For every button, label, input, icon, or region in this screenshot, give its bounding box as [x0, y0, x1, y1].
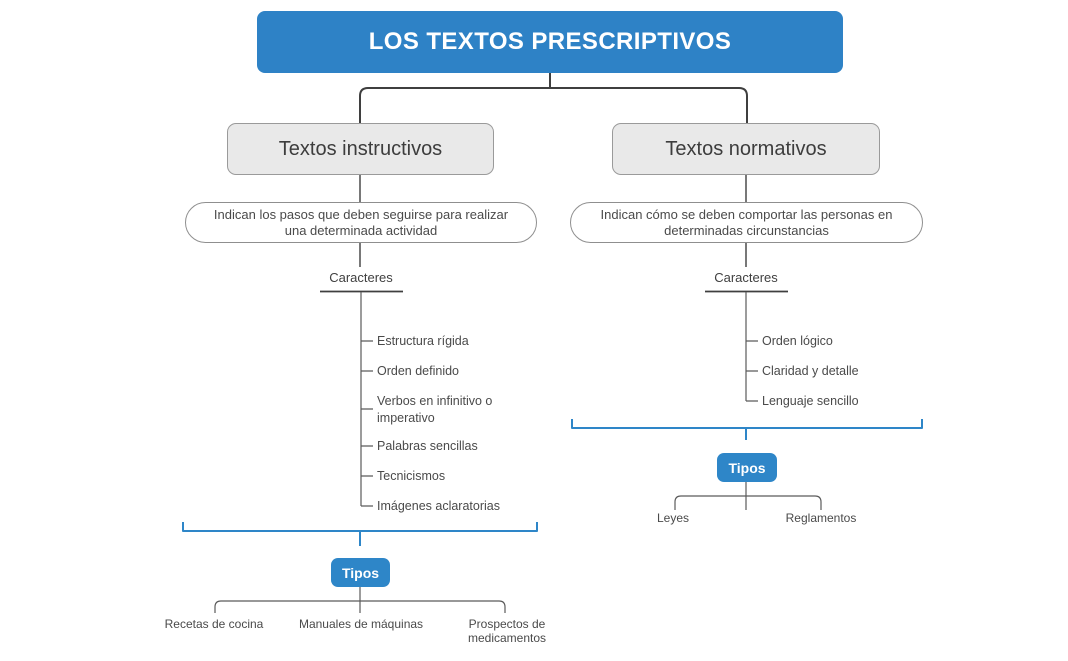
caracteristica-item[interactable]: Lenguaje sencillo	[762, 394, 859, 408]
tipo-leaf-leyes[interactable]: Leyes	[656, 511, 690, 525]
branch-node-textos-normativos[interactable]: Textos normativos	[612, 123, 880, 175]
caracteristica-item[interactable]: Tecnicismos	[377, 469, 446, 483]
caracteres-label-instructivos[interactable]: Caracteres	[329, 270, 393, 285]
caracteres-label-normativos[interactable]: Caracteres	[714, 270, 778, 285]
caracteristica-item[interactable]: Orden lógico	[762, 334, 833, 348]
blue-bracket-right	[571, 419, 923, 429]
connector-root-branches	[359, 87, 748, 123]
description-node-instructivos[interactable]: Indican los pasos que deben seguirse par…	[185, 202, 537, 243]
tipo-leaf-reglamentos[interactable]: Reglamentos	[785, 511, 857, 525]
caracteristica-item[interactable]: Imágenes aclaratorias	[377, 499, 500, 513]
caracteristica-item[interactable]: Claridad y detalle	[762, 364, 859, 378]
tipos-button-instructivos[interactable]: Tipos	[331, 558, 390, 587]
tipo-leaf-manuales[interactable]: Manuales de máquinas	[298, 617, 424, 631]
caracteristica-item[interactable]: Palabras sencillas	[377, 439, 478, 453]
caracteres-spine-right	[745, 292, 758, 402]
tipo-leaf-recetas[interactable]: Recetas de cocina	[164, 617, 264, 631]
description-node-normativos[interactable]: Indican cómo se deben comportar las pers…	[570, 202, 923, 243]
tipos-leaf-bracket-right	[674, 495, 822, 510]
tipo-leaf-prospectos[interactable]: Prospectos de medicamentos	[467, 617, 547, 645]
branch-node-textos-instructivos[interactable]: Textos instructivos	[227, 123, 494, 175]
caracteristica-item[interactable]: Orden definido	[377, 364, 460, 378]
tipos-leaf-bracket-left	[214, 600, 506, 613]
root-node-title[interactable]: LOS TEXTOS PRESCRIPTIVOS	[257, 11, 843, 73]
tipos-button-normativos[interactable]: Tipos	[717, 453, 777, 482]
caracteristica-item[interactable]: Estructura rígida	[377, 334, 469, 348]
caracteres-spine-left	[360, 292, 373, 507]
blue-bracket-left	[182, 522, 538, 532]
caracteristica-item[interactable]: Verbos en infinitivo o imperativo	[377, 394, 493, 425]
